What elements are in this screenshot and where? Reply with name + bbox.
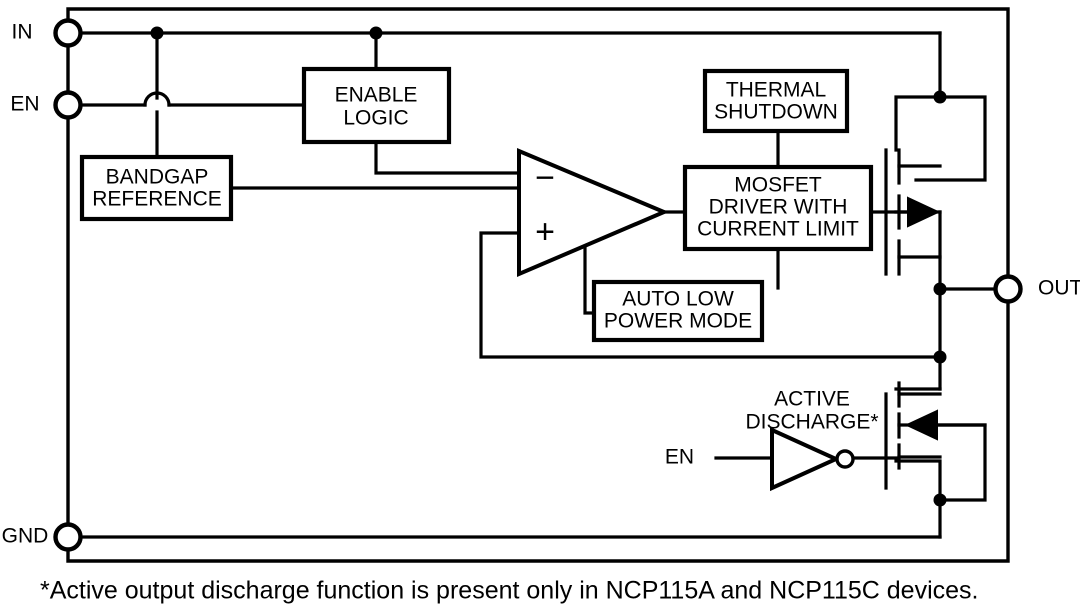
wire-pmos-body-tie <box>914 95 987 182</box>
junction-in-enable <box>369 26 383 40</box>
junction-out-node <box>933 282 947 296</box>
amplifier-plus-input-label: + <box>535 213 555 251</box>
bandgap-reference-label-line2: REFERENCE <box>92 188 222 211</box>
inverter-bubble-icon <box>835 449 855 469</box>
junction-dots <box>150 26 947 507</box>
mosfet-driver-label-line1: MOSFET <box>734 174 822 197</box>
active-discharge-label-line1: ACTIVE <box>774 388 850 411</box>
thermal-shutdown-label-line1: THERMAL <box>726 79 826 102</box>
amplifier-minus-input-label: − <box>535 159 555 197</box>
thermal-shutdown-box[interactable] <box>702 68 850 134</box>
junction-pmos-source <box>933 90 947 104</box>
block-auto-low-power-mode[interactable]: AUTO LOW POWER MODE <box>591 279 765 343</box>
active-discharge-nmos-transistor[interactable] <box>884 381 987 490</box>
wire-amp-to-alpm <box>583 246 596 315</box>
pin-terminals: IN EN GND OUT EN <box>2 18 1080 552</box>
block-thermal-shutdown[interactable]: THERMAL SHUTDOWN <box>702 68 850 134</box>
wire-feedback-to-amp-plus <box>479 231 942 359</box>
terminal-en[interactable] <box>53 90 83 120</box>
pass-pmos-transistor[interactable] <box>884 148 942 276</box>
block-bandgap-reference[interactable]: BANDGAP REFERENCE <box>79 154 234 222</box>
auto-low-power-label-line2: POWER MODE <box>604 310 752 333</box>
terminal-gnd[interactable] <box>53 522 83 552</box>
inverter-triangle-icon[interactable] <box>770 426 841 492</box>
wire-enable-logic-to-amp <box>374 140 521 175</box>
thermal-shutdown-label-line2: SHUTDOWN <box>714 101 838 124</box>
wire-en-hop <box>143 91 171 107</box>
wire-nmos-source-stub <box>894 459 942 502</box>
block-mosfet-driver[interactable]: MOSFET DRIVER WITH CURRENT LIMIT <box>682 164 874 252</box>
bandgap-reference-label-line1: BANDGAP <box>106 166 209 189</box>
nmos-body-arrow-icon <box>904 409 938 441</box>
auto-low-power-label-line1: AUTO LOW <box>622 288 734 311</box>
pin-label-gnd: GND <box>2 525 49 548</box>
pin-label-discharge-en: EN <box>665 446 694 469</box>
discharge-inverter[interactable] <box>770 426 855 492</box>
error-amplifier-symbol[interactable] <box>517 147 670 278</box>
footnote-caption: *Active output discharge function is pre… <box>40 577 979 605</box>
enable-logic-label-line2: LOGIC <box>343 107 408 130</box>
terminal-in[interactable] <box>53 18 83 48</box>
enable-logic-box[interactable] <box>301 66 452 145</box>
terminal-out[interactable] <box>993 274 1023 304</box>
enable-logic-label-line1: ENABLE <box>335 84 418 107</box>
active-discharge-label-line2: DISCHARGE* <box>745 411 878 434</box>
mosfet-driver-label-line3: CURRENT LIMIT <box>697 218 859 241</box>
mosfet-driver-label-line2: DRIVER WITH <box>709 196 848 219</box>
bandgap-reference-box[interactable] <box>79 154 234 222</box>
mosfet-driver-box[interactable] <box>682 164 874 252</box>
wire-pmos-source-stub <box>894 95 942 152</box>
wiring <box>78 31 1010 539</box>
pin-label-in: IN <box>12 21 33 44</box>
pmos-body-arrow-icon <box>907 196 941 228</box>
block-enable-logic[interactable]: ENABLE LOGIC <box>301 66 452 145</box>
pin-label-out: OUT <box>1038 277 1080 300</box>
error-amplifier[interactable]: − + <box>517 147 670 278</box>
junction-in-bandgap <box>150 26 164 40</box>
annotations: ACTIVE DISCHARGE* <box>745 388 878 434</box>
pin-label-en: EN <box>10 93 39 116</box>
junction-feedback-tap <box>933 350 947 364</box>
device-outline <box>66 7 1010 563</box>
auto-low-power-mode-box[interactable] <box>591 279 765 343</box>
junction-nmos-source <box>933 493 947 507</box>
